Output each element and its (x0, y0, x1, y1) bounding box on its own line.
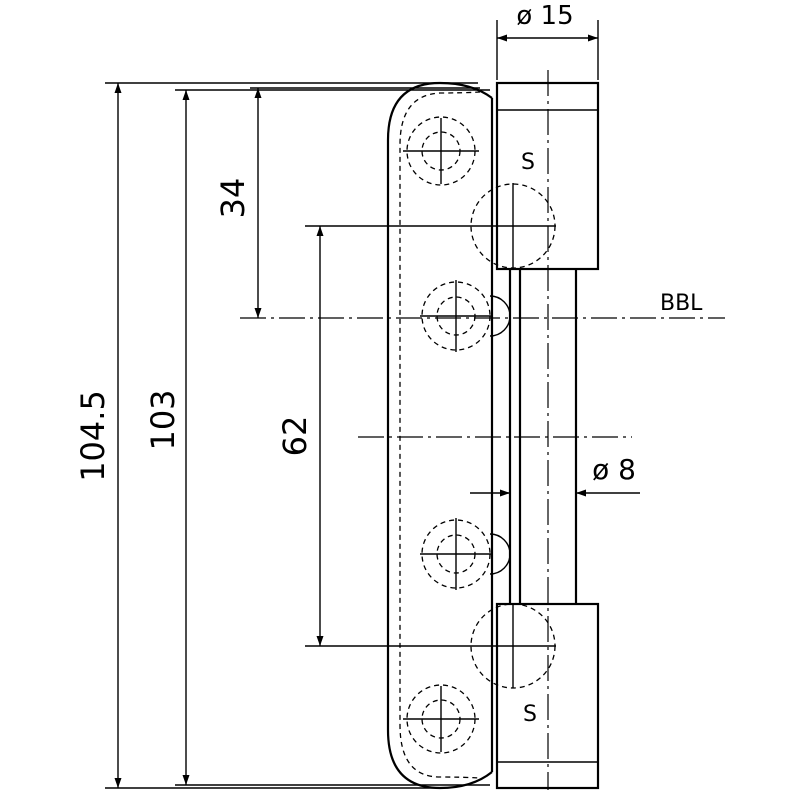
dowel-pin-top (470, 183, 556, 269)
leaf-height-label: 103 (144, 389, 182, 450)
knuckle-diameter-label: ø 15 (516, 1, 573, 31)
overall-height-label: 104.5 (74, 390, 112, 482)
dowel-pin-bottom (470, 603, 556, 689)
screw-hole-1 (403, 116, 479, 186)
screw-hole-3 (420, 518, 511, 590)
top-to-axis-label: 34 (214, 178, 252, 219)
hole-spacing-label: 62 (276, 416, 314, 457)
hinge-leaf-hidden-contour (399, 91, 481, 779)
knuckle-marker-top: S (521, 150, 535, 175)
screw-hole-2 (420, 280, 511, 352)
screw-hole-4 (403, 684, 479, 754)
pin-diameter-label: ø 8 (592, 453, 636, 486)
hinge-leaf-outline (386, 81, 493, 790)
extension-lines (105, 20, 599, 789)
knuckle-marker-bottom: S (523, 702, 537, 727)
bbl-label: BBL (660, 291, 703, 316)
